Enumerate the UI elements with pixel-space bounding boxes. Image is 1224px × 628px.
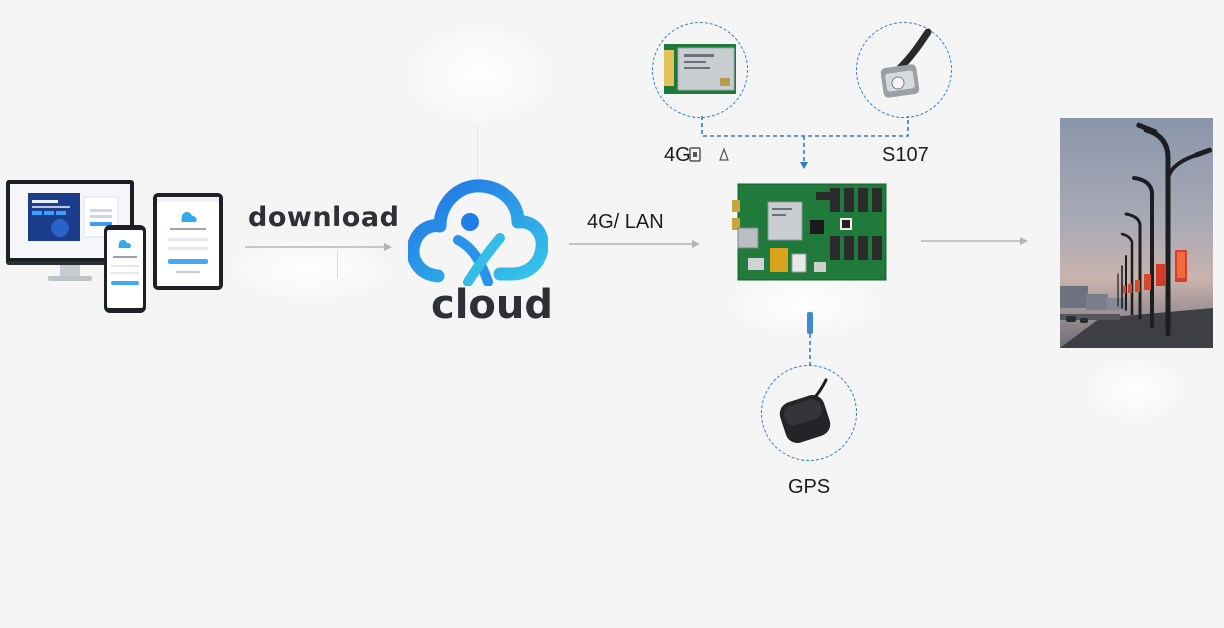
cloud-label: cloud bbox=[431, 282, 554, 328]
s107-module-label: S107 bbox=[882, 144, 929, 166]
network-arrow bbox=[569, 240, 700, 248]
4g-module-label: 4G bbox=[664, 144, 691, 166]
gps-connector bbox=[807, 312, 813, 368]
download-arrow bbox=[245, 243, 392, 251]
background-glow bbox=[1080, 355, 1190, 425]
s107-module-ring bbox=[856, 22, 952, 118]
background-glow bbox=[400, 20, 560, 130]
decorative-trace bbox=[337, 250, 338, 278]
4g-module-ring bbox=[652, 22, 748, 118]
module-connector bbox=[701, 116, 909, 169]
4g-module-image bbox=[664, 44, 736, 94]
cloud-logo-icon bbox=[408, 179, 548, 286]
decorative-trace bbox=[477, 125, 478, 180]
network-label: 4G/ LAN bbox=[587, 211, 664, 233]
street-led-pole-photo bbox=[1060, 118, 1213, 348]
devices-illustration bbox=[6, 180, 223, 313]
gps-ring bbox=[761, 365, 857, 461]
download-label: download bbox=[248, 202, 400, 233]
output-arrow bbox=[921, 237, 1028, 245]
background-glow bbox=[720, 270, 890, 340]
s107-connector-image bbox=[880, 28, 932, 98]
controller-board-image bbox=[732, 183, 887, 281]
gps-antenna-image bbox=[779, 378, 831, 443]
gps-label: GPS bbox=[788, 476, 831, 498]
sim-glyph-icon bbox=[689, 147, 729, 162]
